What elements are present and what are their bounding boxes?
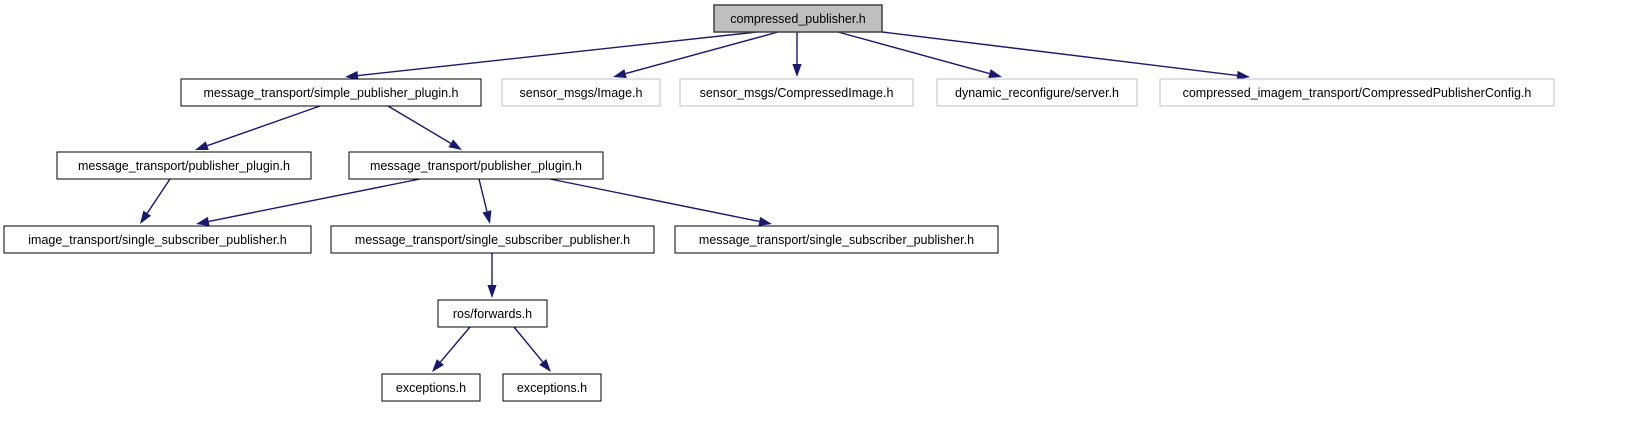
- node-box[interactable]: [713, 4, 883, 33]
- graph-edge: [387, 105, 462, 150]
- edge-line: [881, 31, 1238, 77]
- node-box[interactable]: [180, 78, 482, 107]
- node-box[interactable]: [3, 225, 312, 254]
- node-label: exceptions.h: [517, 381, 587, 395]
- edge-arrowhead: [487, 285, 497, 298]
- edge-arrowhead: [195, 141, 209, 151]
- node-box[interactable]: [1159, 78, 1555, 107]
- edge-line: [478, 178, 488, 212]
- graph-edge: [345, 31, 758, 81]
- node-label: sensor_msgs/CompressedImage.h: [700, 86, 894, 100]
- node-label: image_transport/single_subscriber_publis…: [28, 233, 287, 247]
- edge-arrowhead: [196, 216, 210, 226]
- edge-line: [513, 326, 544, 363]
- edge-arrowhead: [792, 64, 802, 77]
- graph-node-message-transport-simple-publisher-plugin-h[interactable]: message_transport/simple_publisher_plugi…: [180, 78, 482, 107]
- edge-line: [837, 31, 990, 75]
- node-box[interactable]: [348, 151, 604, 180]
- node-label: exceptions.h: [396, 381, 466, 395]
- graph-node-message-transport-publisher-plugin-h[interactable]: message_transport/publisher_plugin.h: [56, 151, 312, 180]
- graph-edge: [195, 105, 321, 151]
- graph-node-exceptions-h[interactable]: exceptions.h: [502, 373, 602, 402]
- edge-arrowhead: [448, 139, 462, 150]
- graph-edge: [613, 31, 779, 79]
- edge-arrowhead: [758, 216, 772, 226]
- edge-arrowhead: [432, 359, 444, 372]
- node-box[interactable]: [381, 373, 481, 402]
- node-label: message_transport/single_subscriber_publ…: [699, 233, 974, 247]
- node-box[interactable]: [679, 78, 914, 107]
- graph-node-compressed-publisher-h[interactable]: compressed_publisher.h: [713, 4, 883, 33]
- graph-node-message-transport-single-subscriber-publisher-h[interactable]: message_transport/single_subscriber_publ…: [674, 225, 999, 254]
- node-label: message_transport/simple_publisher_plugi…: [203, 86, 458, 100]
- graph-edge: [513, 326, 551, 372]
- node-label: compressed_imagem_transport/CompressedPu…: [1183, 86, 1532, 100]
- node-box[interactable]: [330, 225, 655, 254]
- graph-node-dynamic-reconfigure-server-h[interactable]: dynamic_reconfigure/server.h: [936, 78, 1138, 107]
- node-label: sensor_msgs/Image.h: [520, 86, 643, 100]
- edge-arrowhead: [613, 69, 627, 79]
- graph-edge: [140, 178, 171, 224]
- edge-line: [387, 105, 452, 144]
- node-label: message_transport/single_subscriber_publ…: [355, 233, 630, 247]
- node-label: dynamic_reconfigure/server.h: [955, 86, 1119, 100]
- graph-edge: [837, 31, 1002, 78]
- graph-node-message-transport-publisher-plugin-h[interactable]: message_transport/publisher_plugin.h: [348, 151, 604, 180]
- edge-line: [207, 105, 321, 147]
- edge-arrowhead: [482, 210, 492, 224]
- graph-edge: [881, 31, 1250, 80]
- graph-node-compressed-imagem-transport-compressedpublisherconfig-h[interactable]: compressed_imagem_transport/CompressedPu…: [1159, 78, 1555, 107]
- edge-line: [146, 178, 171, 214]
- node-box[interactable]: [936, 78, 1138, 107]
- node-label: message_transport/publisher_plugin.h: [370, 159, 582, 173]
- graph-edge: [478, 178, 492, 224]
- graph-node-sensor-msgs-image-h[interactable]: sensor_msgs/Image.h: [501, 78, 661, 107]
- graph-node-exceptions-h[interactable]: exceptions.h: [381, 373, 481, 402]
- node-label: ros/forwards.h: [453, 307, 532, 321]
- graph-edge: [487, 253, 497, 298]
- graph-edge: [792, 32, 802, 77]
- node-box[interactable]: [674, 225, 999, 254]
- edge-arrowhead: [140, 210, 152, 224]
- graph-node-ros-forwards-h[interactable]: ros/forwards.h: [437, 299, 548, 328]
- graph-nodes-layer: compressed_publisher.h message_transport/…: [3, 4, 1555, 402]
- graph-edge: [432, 326, 471, 372]
- graph-node-message-transport-single-subscriber-publisher-h[interactable]: message_transport/single_subscriber_publ…: [330, 225, 655, 254]
- graph-node-image-transport-single-subscriber-publisher-h[interactable]: image_transport/single_subscriber_publis…: [3, 225, 312, 254]
- graph-node-sensor-msgs-compressedimage-h[interactable]: sensor_msgs/CompressedImage.h: [679, 78, 914, 107]
- edge-line: [357, 31, 758, 77]
- edge-arrowhead: [539, 359, 551, 372]
- graph-edge: [549, 178, 772, 226]
- node-box[interactable]: [501, 78, 661, 107]
- node-box[interactable]: [437, 299, 548, 328]
- edge-line: [208, 178, 421, 223]
- edge-arrowhead: [1236, 70, 1250, 80]
- node-box[interactable]: [502, 373, 602, 402]
- node-label: message_transport/publisher_plugin.h: [78, 159, 290, 173]
- edge-line: [625, 31, 779, 75]
- graph-edge: [196, 178, 421, 226]
- edge-arrowhead: [345, 71, 359, 81]
- edge-arrowhead: [988, 69, 1002, 78]
- node-box[interactable]: [56, 151, 312, 180]
- edge-line: [549, 178, 760, 223]
- node-label: compressed_publisher.h: [730, 12, 866, 26]
- graph-edges-layer: [140, 31, 1250, 372]
- edge-line: [439, 326, 471, 363]
